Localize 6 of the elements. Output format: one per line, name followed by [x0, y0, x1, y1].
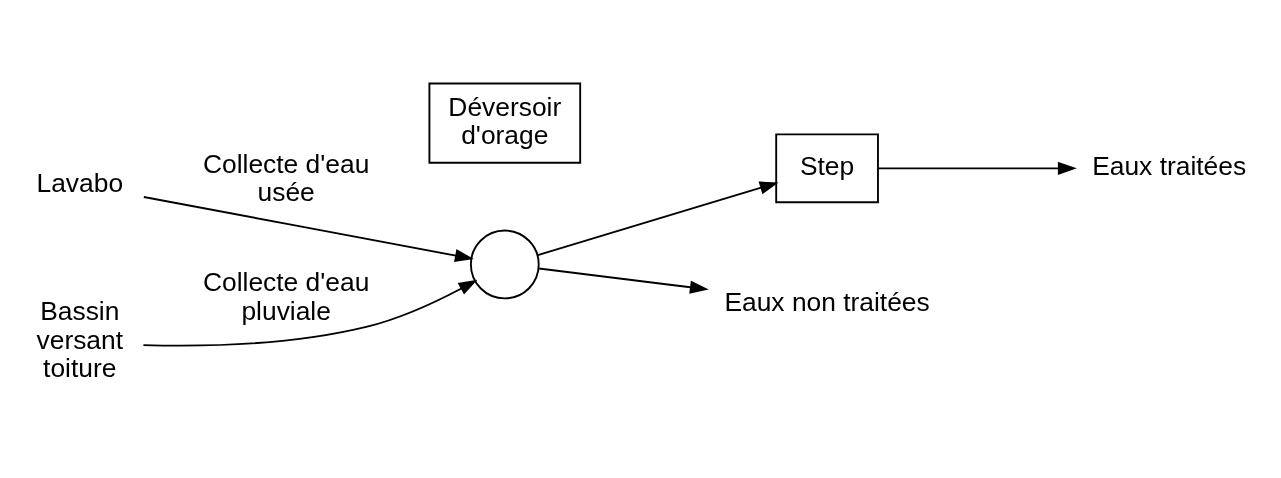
node-text: Eaux traitées	[1092, 150, 1247, 181]
node-text: Bassin versant toiture	[36, 295, 124, 383]
node-text: Eaux non traitées	[724, 286, 930, 317]
edge-label: Collecte d'eau usée	[203, 148, 370, 207]
node-text: Lavabo	[36, 167, 124, 198]
edge-label: Collecte d'eau pluviale	[203, 266, 370, 326]
